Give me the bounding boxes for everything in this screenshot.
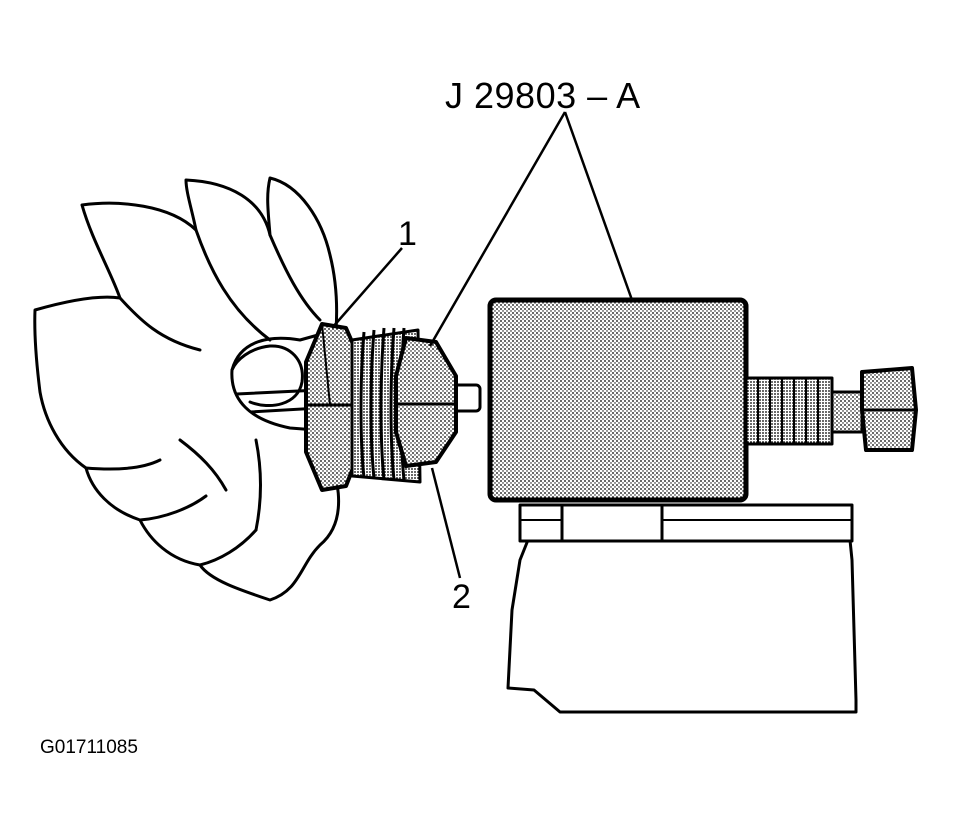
figure-code: G01711085 <box>40 737 138 758</box>
callout-1: 1 <box>398 215 417 253</box>
callout-2: 2 <box>452 578 471 616</box>
tool-number-label: J 29803 – A <box>445 75 641 116</box>
tool-body <box>487 297 918 503</box>
threaded-adapter <box>350 327 458 484</box>
lock-nut <box>304 322 362 492</box>
hand <box>33 176 341 602</box>
leader-lines <box>331 111 634 579</box>
vise-base <box>506 503 858 714</box>
